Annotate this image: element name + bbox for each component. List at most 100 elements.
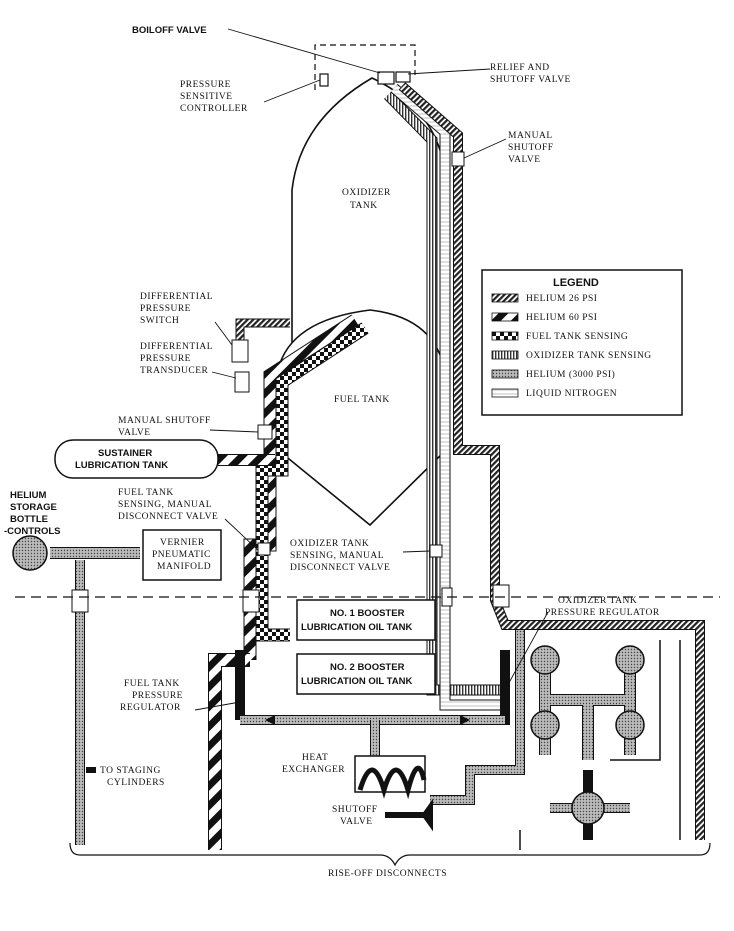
disconnect-fitting-left (71, 589, 89, 613)
svg-text:SHUTOFF: SHUTOFF (332, 805, 378, 815)
label-manual-shutoff-top: MANUAL SHUTOFF VALVE (508, 131, 554, 165)
svg-text:SHUTOFF: SHUTOFF (508, 143, 554, 153)
svg-text:DIFFERENTIAL: DIFFERENTIAL (140, 292, 213, 302)
svg-text:LEGEND: LEGEND (553, 277, 599, 289)
helium-bottles-cluster (519, 640, 681, 850)
svg-text:TO STAGING: TO STAGING (100, 766, 161, 776)
label-sustainer: SUSTAINER LUBRICATION TANK (75, 448, 168, 471)
svg-text:EXCHANGER: EXCHANGER (282, 765, 345, 775)
manual-shutoff-valve-top-icon (451, 151, 465, 167)
dashed-outline-top (314, 44, 416, 90)
leader-lines (194, 28, 549, 711)
svg-text:TRANSDUCER: TRANSDUCER (140, 366, 209, 376)
label-heat-exchanger: HEAT EXCHANGER (282, 753, 345, 775)
helium-storage-bottle-icon (12, 535, 48, 571)
differential-switch-icon (231, 339, 249, 363)
fuel-tank (277, 309, 447, 527)
svg-text:FUEL TANK: FUEL TANK (124, 679, 180, 689)
label-relief-valve: RELIEF AND SHUTOFF VALVE (490, 63, 571, 85)
svg-text:PRESSURE REGULATOR: PRESSURE REGULATOR (545, 608, 660, 618)
svg-text:BOTTLE: BOTTLE (10, 514, 48, 525)
label-staging: TO STAGING CYLINDERS (100, 766, 165, 788)
svg-text:FUEL TANK SENSING: FUEL TANK SENSING (526, 332, 628, 342)
booster1-box (296, 599, 436, 641)
svg-text:-CONTROLS: -CONTROLS (4, 526, 60, 537)
legend-item-ln2: LIQUID NITROGEN (491, 388, 617, 399)
svg-text:VALVE: VALVE (508, 155, 541, 165)
helium-26-line-right (398, 82, 705, 840)
legend-item-helium60: HELIUM 60 PSI (491, 312, 597, 323)
svg-text:LUBRICATION OIL TANK: LUBRICATION OIL TANK (301, 676, 412, 687)
label-shutoff-bottom: SHUTOFF VALVE (332, 805, 378, 827)
riseoff-bracket (69, 842, 711, 867)
legend-item-helium3000: HELIUM (3000 PSI) (491, 369, 615, 380)
label-pressure-controller: PRESSURE SENSITIVE CONTROLLER (180, 80, 248, 114)
svg-text:HELIUM 26 PSI: HELIUM 26 PSI (526, 294, 597, 304)
svg-text:OXIDIZER: OXIDIZER (342, 188, 391, 198)
heat-exchanger (354, 755, 427, 800)
fuel-disconnect-valve-icon (257, 542, 271, 556)
label-fuel-disconnect: FUEL TANK SENSING, MANUAL DISCONNECT VAL… (118, 488, 218, 522)
svg-text:SENSITIVE: SENSITIVE (180, 92, 233, 102)
label-booster2: NO. 2 BOOSTER LUBRICATION OIL TANK (301, 662, 412, 687)
svg-text:DIFFERENTIAL: DIFFERENTIAL (140, 342, 213, 352)
pressure-controller-icon (319, 73, 329, 87)
svg-text:PRESSURE: PRESSURE (132, 691, 183, 701)
legend-item-ox-sensing: OXIDIZER TANK SENSING (491, 350, 652, 361)
label-diff-switch: DIFFERENTIAL PRESSURE SWITCH (140, 292, 213, 326)
label-helium-storage: HELIUM STORAGE BOTTLE -CONTROLS (4, 490, 60, 537)
svg-text:PRESSURE: PRESSURE (140, 354, 191, 364)
disconnect-fitting-right (492, 584, 510, 608)
svg-text:OXIDIZER TANK: OXIDIZER TANK (558, 596, 637, 606)
svg-text:VERNIER: VERNIER (160, 538, 205, 548)
svg-text:SENSING, MANUAL: SENSING, MANUAL (118, 500, 212, 510)
svg-text:TANK: TANK (350, 201, 378, 211)
oxidizer-sensing-line (384, 83, 506, 711)
svg-text:OXIDIZER TANK: OXIDIZER TANK (290, 539, 369, 549)
label-oxidizer-tank: OXIDIZER TANK (342, 188, 391, 211)
label-booster1: NO. 1 BOOSTER LUBRICATION OIL TANK (301, 608, 412, 633)
svg-text:SHUTOFF VALVE: SHUTOFF VALVE (490, 75, 571, 85)
svg-text:SENSING, MANUAL: SENSING, MANUAL (290, 551, 384, 561)
legend-item-fuel-sensing: FUEL TANK SENSING (491, 331, 628, 342)
svg-text:HELIUM (3000 PSI): HELIUM (3000 PSI) (526, 369, 615, 380)
label-vernier: VERNIER PNEUMATIC MANIFOLD (152, 538, 211, 572)
svg-text:HEAT: HEAT (302, 753, 328, 763)
label-oxidizer-disconnect: OXIDIZER TANK SENSING, MANUAL DISCONNECT… (290, 539, 390, 573)
disconnect-fitting-mid (242, 589, 260, 613)
boiloff-valve-icon (377, 71, 395, 85)
label-diff-transducer: DIFFERENTIAL PRESSURE TRANSDUCER (140, 342, 213, 376)
svg-text:LUBRICATION TANK: LUBRICATION TANK (75, 460, 168, 471)
label-riseoff: RISE-OFF DISCONNECTS (328, 869, 447, 879)
shutoff-valve-bottom-icon (385, 798, 433, 832)
svg-text:VALVE: VALVE (340, 817, 373, 827)
svg-text:LUBRICATION OIL TANK: LUBRICATION OIL TANK (301, 622, 412, 633)
legend-item-helium26: HELIUM 26 PSI (491, 293, 597, 304)
svg-text:SUSTAINER: SUSTAINER (98, 448, 152, 459)
svg-text:REGULATOR: REGULATOR (120, 703, 181, 713)
svg-text:FUEL TANK: FUEL TANK (118, 488, 174, 498)
heat-exchanger-arrow-right (460, 715, 470, 725)
svg-text:DISCONNECT VALVE: DISCONNECT VALVE (290, 563, 390, 573)
svg-text:PNEUMATIC: PNEUMATIC (152, 550, 211, 560)
svg-text:BOILOFF VALVE: BOILOFF VALVE (132, 25, 207, 36)
svg-text:CONTROLLER: CONTROLLER (180, 104, 248, 114)
label-fuel-regulator: FUEL TANK PRESSURE REGULATOR (120, 679, 183, 713)
svg-text:PRESSURE: PRESSURE (140, 304, 191, 314)
svg-text:OXIDIZER TANK SENSING: OXIDIZER TANK SENSING (526, 351, 652, 361)
svg-text:MANUAL SHUTOFF: MANUAL SHUTOFF (118, 416, 211, 426)
svg-text:CYLINDERS: CYLINDERS (107, 778, 165, 788)
oxidizer-disconnect-valve-icon (429, 544, 443, 558)
svg-text:RELIEF AND: RELIEF AND (490, 63, 550, 73)
manual-shutoff-valve-left-icon (257, 424, 273, 440)
svg-text:PRESSURE: PRESSURE (180, 80, 231, 90)
label-boiloff: BOILOFF VALVE (132, 25, 207, 36)
svg-text:HELIUM 60 PSI: HELIUM 60 PSI (526, 313, 597, 323)
label-fuel-tank: FUEL TANK (334, 395, 390, 405)
svg-text:MANIFOLD: MANIFOLD (157, 562, 211, 572)
heat-exchanger-arrow-left (265, 715, 275, 725)
svg-text:NO. 2 BOOSTER: NO. 2 BOOSTER (330, 662, 405, 673)
booster2-box (296, 653, 436, 695)
sustainer-tank-box (54, 439, 219, 479)
